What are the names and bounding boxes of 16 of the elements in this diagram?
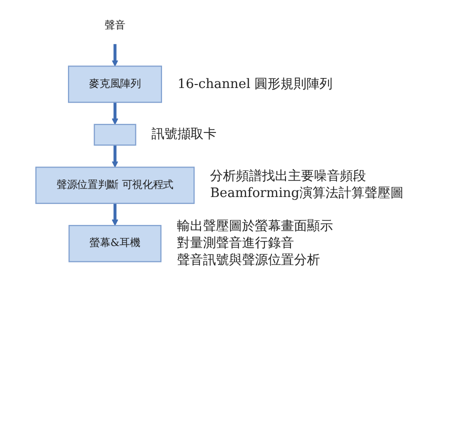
node-box: 麥克風陣列 xyxy=(68,66,162,103)
node-note: Beamforming演算法計算聲壓圖 xyxy=(210,185,404,202)
arrow xyxy=(112,203,118,226)
node-box xyxy=(94,124,136,146)
node-note: 分析頻譜找出主要噪音頻段 xyxy=(210,168,366,186)
arrow xyxy=(112,102,118,125)
node-box: 聲源位置判斷 可視化程式 xyxy=(35,166,195,204)
node-note: 對量測聲音進行錄音 xyxy=(176,235,294,252)
node-note: 16-channel 圓形規則陣列 xyxy=(177,76,333,93)
arrow xyxy=(112,145,118,168)
node-note: 訊號擷取卡 xyxy=(152,126,217,144)
node-box: 螢幕&耳機 xyxy=(68,224,162,262)
node-note: 聲音訊號與聲源位置分析 xyxy=(176,252,320,270)
node-text: 聲音 xyxy=(104,20,126,32)
arrow xyxy=(112,44,118,66)
node-note: 輸出聲壓圖於螢幕畫面顯示 xyxy=(176,218,333,236)
